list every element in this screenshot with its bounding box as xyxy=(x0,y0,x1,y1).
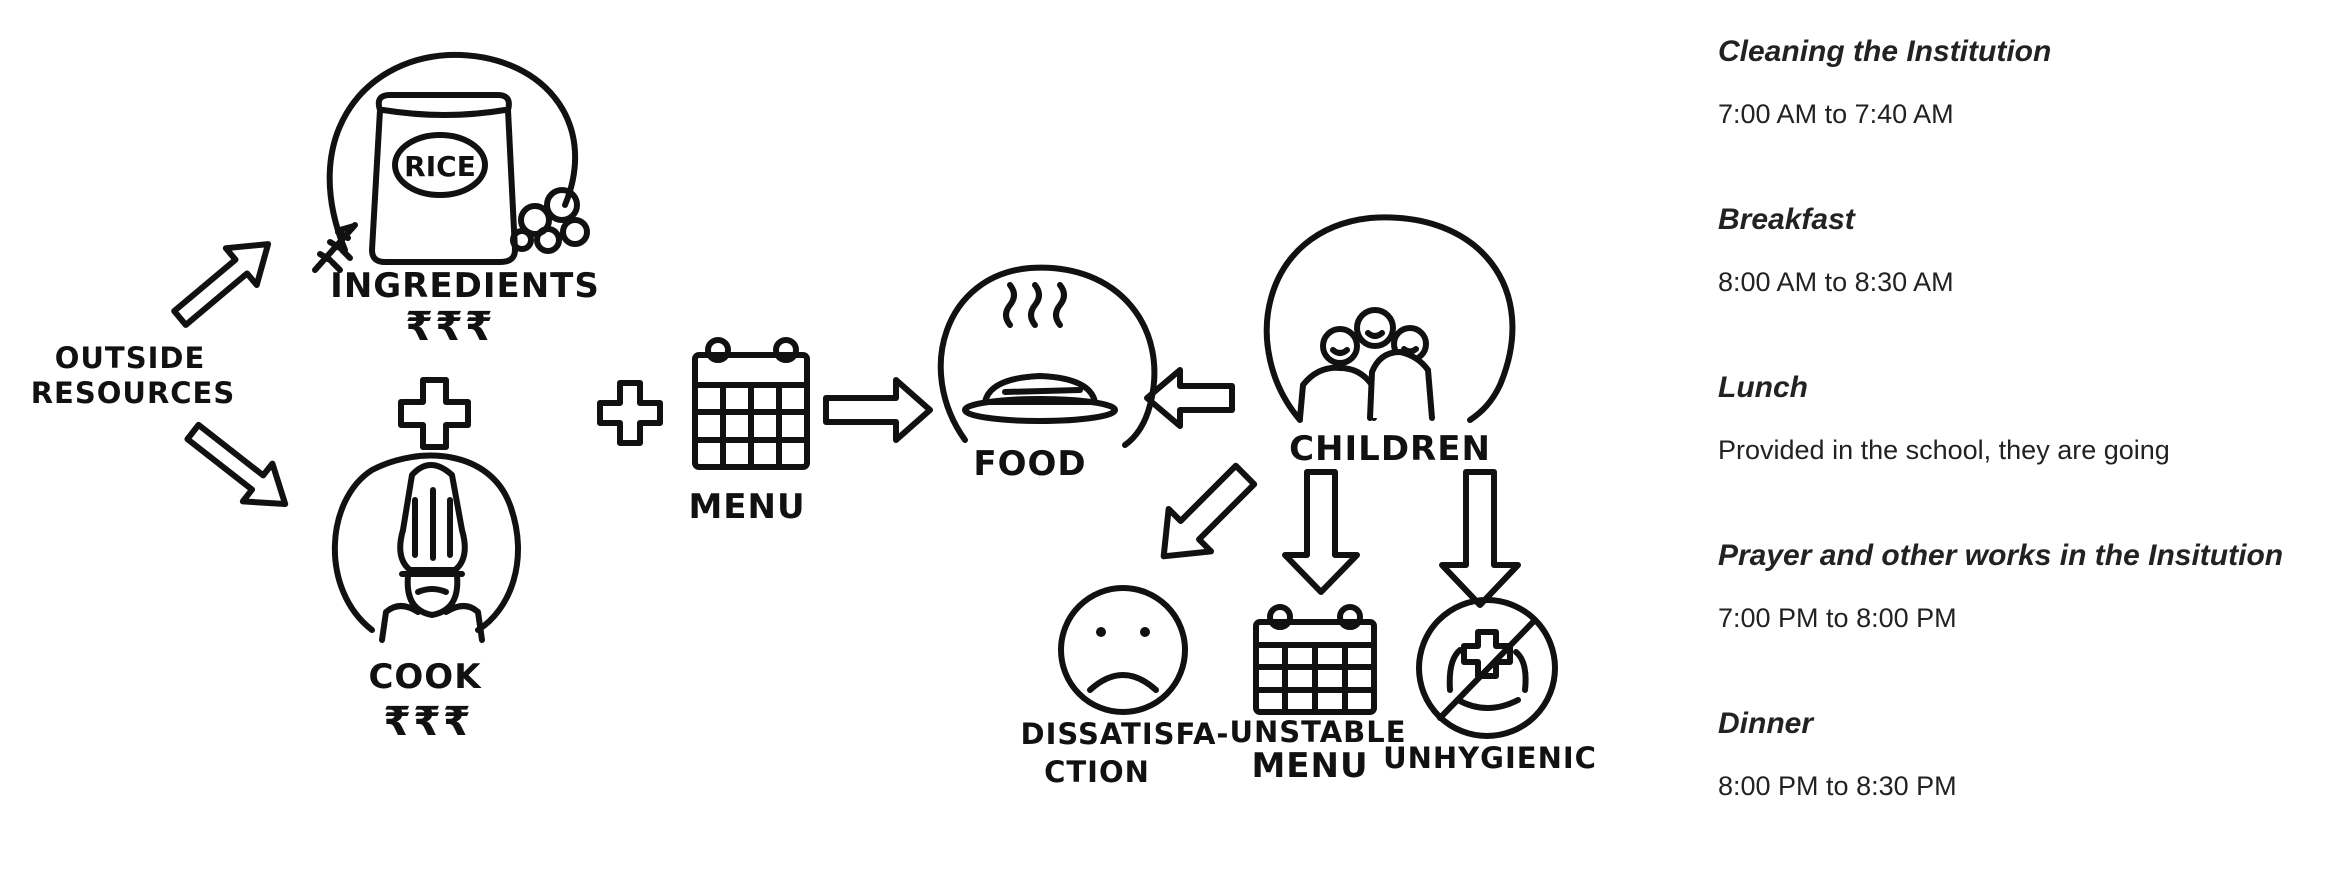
children-icon xyxy=(1297,307,1435,421)
cook-label: COOK xyxy=(368,657,482,697)
arrow-to-ingredients-icon xyxy=(171,241,272,328)
chef-icon xyxy=(379,462,485,643)
children-label: CHILDREN xyxy=(1289,429,1491,469)
dissatisfaction-label-2: CTION xyxy=(1044,755,1150,789)
arrow-to-unstable-menu-icon xyxy=(1282,469,1360,595)
schedule-item-time: Provided in the school, they are going xyxy=(1718,435,2170,465)
arrow-from-children-icon xyxy=(1144,367,1235,429)
schedule-item-title: Breakfast xyxy=(1718,203,1855,236)
unstable-menu-node: UNSTABLE MENU xyxy=(1229,604,1406,786)
cook-halo-icon xyxy=(331,452,521,633)
daily-schedule: Cleaning the Institution 7:00 AM to 7:40… xyxy=(1718,30,2308,870)
no-hygiene-icon xyxy=(1416,597,1558,739)
rice-sack-icon: RICE xyxy=(369,92,518,265)
sad-face-icon xyxy=(1058,585,1188,715)
unhygienic-node: UNHYGIENIC xyxy=(1383,597,1597,775)
food-halo-icon xyxy=(937,264,1158,448)
schedule-item: Lunch Provided in the school, they are g… xyxy=(1718,366,2308,534)
hostel-food-diagram: OUTSIDE RESOURCES RICE INGREDIENTS xyxy=(31,51,1597,789)
calendar-icon xyxy=(692,337,810,470)
dissatisfaction-label-1: DISSATISFA- xyxy=(1021,717,1230,751)
food-plate-icon xyxy=(962,282,1118,424)
schedule-item: Breakfast 8:00 AM to 8:30 AM xyxy=(1718,198,2308,366)
ingredients-label: INGREDIENTS xyxy=(330,266,600,306)
food-node: FOOD xyxy=(937,264,1158,484)
ingredients-node: RICE INGREDIENTS ₹₹₹ xyxy=(312,51,600,350)
schedule-item-time: 8:00 PM to 8:30 PM xyxy=(1718,771,1957,801)
plus-icon xyxy=(597,380,663,446)
unhygienic-label: UNHYGIENIC xyxy=(1383,741,1597,775)
calendar-icon xyxy=(1253,604,1377,715)
dissatisfaction-node: DISSATISFA- CTION xyxy=(1021,585,1230,789)
schedule-item: Cleaning the Institution 7:00 AM to 7:40… xyxy=(1718,30,2308,198)
vegetables-icon xyxy=(510,187,590,254)
arrow-to-food-icon xyxy=(823,377,933,443)
schedule-item-time: 8:00 AM to 8:30 AM xyxy=(1718,267,1954,297)
plus-icon xyxy=(398,377,471,450)
menu-label: MENU xyxy=(688,487,805,527)
cook-node: COOK ₹₹₹ xyxy=(331,452,521,745)
arrow-to-unhygienic-icon xyxy=(1439,469,1521,608)
outside-resources-node: OUTSIDE RESOURCES xyxy=(31,341,236,410)
unstable-menu-label-1: UNSTABLE xyxy=(1229,715,1406,749)
outside-resources-label-1: OUTSIDE xyxy=(55,341,206,375)
schedule-item-time: 7:00 AM to 7:40 AM xyxy=(1718,99,1954,129)
outside-resources-label-2: RESOURCES xyxy=(31,376,236,410)
children-node: CHILDREN xyxy=(1263,214,1516,469)
menu-node: MENU xyxy=(688,337,810,527)
schedule-item: Dinner 8:00 PM to 8:30 PM xyxy=(1718,702,2308,870)
arrow-to-dissatisfaction-icon xyxy=(1160,462,1258,560)
arrow-to-cook-icon xyxy=(184,421,289,508)
schedule-item: Prayer and other works in the Insitution… xyxy=(1718,534,2308,702)
food-label: FOOD xyxy=(973,444,1086,484)
schedule-item-title: Prayer and other works in the Insitution xyxy=(1718,539,2284,572)
page: OUTSIDE RESOURCES RICE INGREDIENTS xyxy=(31,35,2283,801)
ingredients-halo-icon xyxy=(326,51,578,253)
cook-cost: ₹₹₹ xyxy=(383,699,473,745)
rice-label: RICE xyxy=(404,150,476,183)
unstable-menu-label-2: MENU xyxy=(1251,746,1368,786)
schedule-item-title: Cleaning the Institution xyxy=(1718,35,2052,68)
schedule-item-title: Lunch xyxy=(1718,371,1808,404)
grain-icon xyxy=(312,222,358,273)
ingredients-cost: ₹₹₹ xyxy=(405,304,495,350)
schedule-item-title: Dinner xyxy=(1718,707,1814,740)
schedule-item-time: 7:00 PM to 8:00 PM xyxy=(1718,603,1957,633)
children-halo-icon xyxy=(1263,214,1516,423)
